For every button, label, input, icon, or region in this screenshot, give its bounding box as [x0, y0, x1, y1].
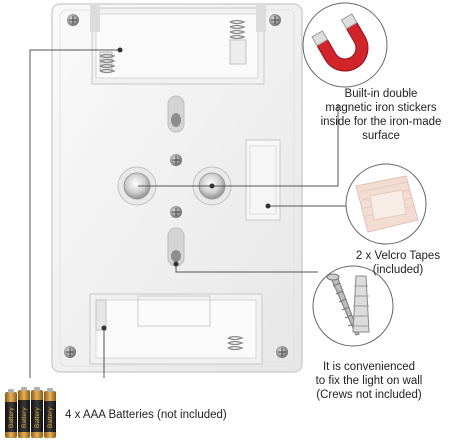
- callout-dot: [209, 183, 215, 189]
- callout-lines: [29, 49, 346, 378]
- callout-line-battery: [29, 49, 120, 378]
- wall-anchor-icon: [352, 275, 370, 333]
- screw-icon: [326, 273, 360, 336]
- magnet-sticker-icon: [117, 166, 232, 206]
- aaa-batteries: Battery Battery Battery Battery: [5, 387, 56, 438]
- bottom-battery-compartment: [89, 293, 263, 365]
- callout-dot: [117, 47, 123, 53]
- wall-callout-text: It is convenienced to fix the light on w…: [294, 360, 444, 402]
- battery-brand-text: Battery: [21, 407, 28, 428]
- velcro-area: [245, 139, 281, 221]
- callout-line: to fix the light on wall: [315, 375, 423, 387]
- callout-line: surface: [362, 130, 400, 142]
- callout-line: 2 x Velcro Tapes: [355, 250, 441, 262]
- horseshoe-magnet-icon: [311, 13, 369, 72]
- callout-dot: [173, 261, 179, 267]
- callout-line: It is convenienced: [322, 361, 416, 373]
- callout-line: inside for the iron-made: [320, 116, 442, 128]
- battery-callout-text: 4 x AAA Batteries (not included): [65, 408, 265, 422]
- callout-line: Built-in double: [344, 88, 418, 100]
- callout-dot: [101, 325, 107, 331]
- callout-line-magnet: [212, 104, 339, 187]
- magnet-inset: [302, 2, 388, 88]
- callout-line: (included): [372, 264, 424, 276]
- corner-screw-icon: [64, 14, 288, 358]
- battery-brand-text: Battery: [47, 407, 54, 428]
- callout-dot: [265, 203, 271, 209]
- magnet-callout-text: Built-in double magnetic iron stickers i…: [318, 87, 444, 143]
- velcro-inset: [345, 163, 427, 245]
- light-case-back: [51, 3, 303, 373]
- top-battery-compartment: [90, 4, 266, 85]
- callout-line: (Crews not included): [316, 389, 422, 401]
- callout-line-wall: [175, 266, 318, 273]
- velcro-callout-text: 2 x Velcro Tapes (included): [350, 249, 446, 277]
- callout-line: 4 x AAA Batteries (not included): [65, 409, 227, 421]
- callout-line: magnetic iron stickers: [325, 102, 437, 114]
- battery-brand-text: Battery: [34, 407, 41, 428]
- spring-icon: [99, 19, 246, 74]
- keyhole-slot-icon: [167, 95, 185, 267]
- battery-brand-text: Battery: [8, 407, 15, 428]
- center-screw-icon: [170, 154, 182, 218]
- wall-anchor-inset: [312, 265, 394, 347]
